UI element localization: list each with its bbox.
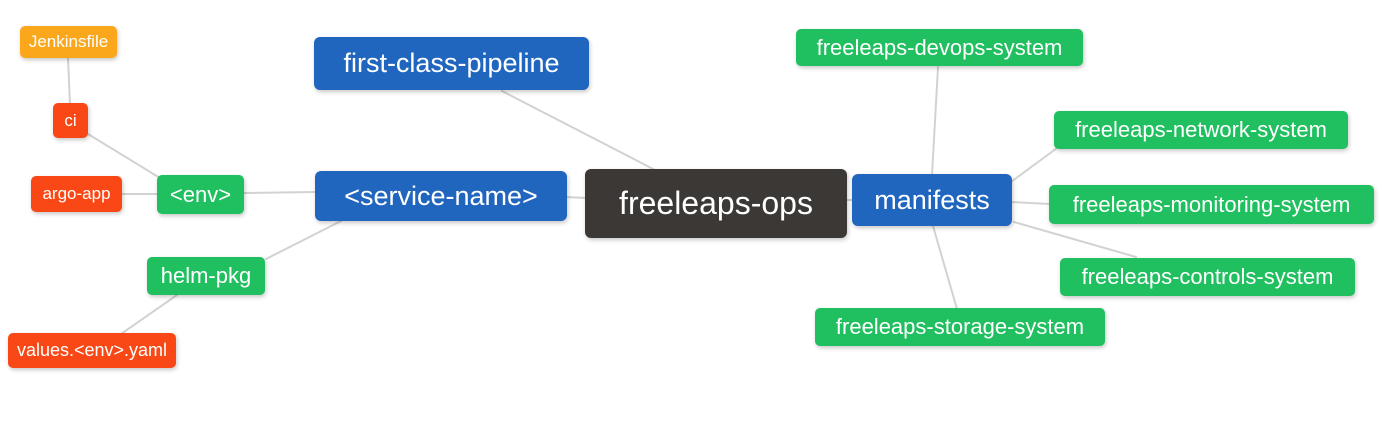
edge-jenkinsfile-ci (67, 57, 71, 105)
edge-manifests-monitoring (1010, 201, 1051, 205)
edge-manifests-devops (931, 66, 939, 176)
node-jenkinsfile[interactable]: Jenkinsfile (20, 26, 117, 58)
edge-pipeline-ops (501, 90, 658, 172)
edge-manifests-storage (932, 225, 958, 310)
edge-helmpkg-values (120, 294, 178, 335)
node-freeleaps-controls-system[interactable]: freeleaps-controls-system (1060, 258, 1355, 296)
edge-servicename-helmpkg (265, 220, 342, 260)
node-values-env-yaml[interactable]: values.<env>.yaml (8, 333, 176, 368)
edge-ci-env (87, 133, 161, 179)
edge-manifests-controls (1013, 221, 1137, 258)
node-freeleaps-devops-system[interactable]: freeleaps-devops-system (796, 29, 1083, 66)
node-first-class-pipeline[interactable]: first-class-pipeline (314, 37, 589, 90)
node-ci[interactable]: ci (53, 103, 88, 138)
node-freeleaps-storage-system[interactable]: freeleaps-storage-system (815, 308, 1105, 346)
node-helm-pkg[interactable]: helm-pkg (147, 257, 265, 295)
node-env[interactable]: <env> (157, 175, 244, 214)
edge-servicename-ops (565, 196, 587, 199)
node-freeleaps-network-system[interactable]: freeleaps-network-system (1054, 111, 1348, 149)
node-freeleaps-monitoring-system[interactable]: freeleaps-monitoring-system (1049, 185, 1374, 224)
node-freeleaps-ops-root[interactable]: freeleaps-ops (585, 169, 847, 238)
node-service-name[interactable]: <service-name> (315, 171, 567, 221)
node-manifests[interactable]: manifests (852, 174, 1012, 226)
edge-manifests-network (1010, 147, 1058, 183)
edge-env-servicename (243, 191, 317, 194)
node-argo-app[interactable]: argo-app (31, 176, 122, 212)
